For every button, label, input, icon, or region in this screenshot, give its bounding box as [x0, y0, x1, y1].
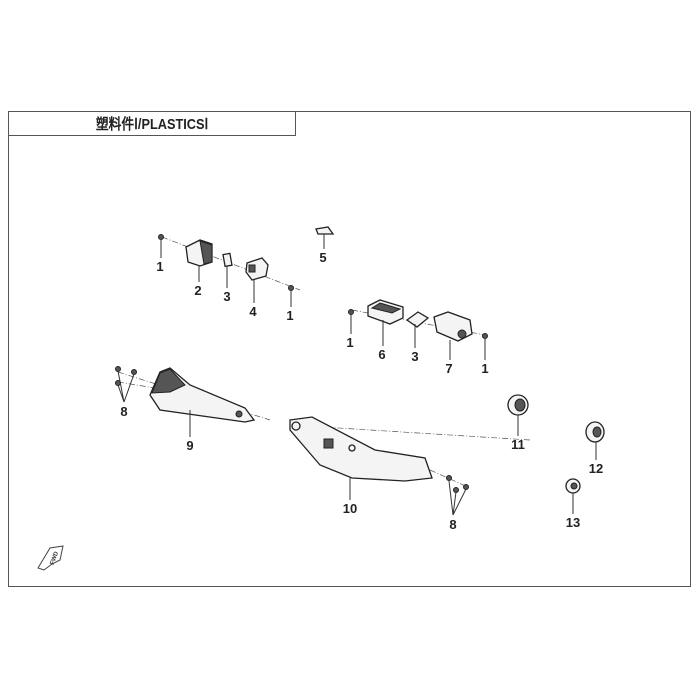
screw-part-1c — [348, 309, 354, 315]
page-title: 塑料件Ⅰ/PLASTICSⅠ — [95, 116, 209, 133]
callout-1: 1 — [481, 361, 488, 376]
lamp-housing-part-7 — [433, 311, 473, 342]
callout-13: 13 — [566, 515, 580, 530]
bolts-part-8b — [446, 475, 469, 493]
callout-8: 8 — [449, 517, 456, 532]
grommet-part-13 — [565, 478, 581, 494]
callout-8: 8 — [120, 404, 127, 419]
callout-11: 11 — [511, 437, 525, 452]
callout-10: 10 — [343, 501, 357, 516]
callout-6: 6 — [378, 347, 385, 362]
clip-part-5 — [315, 226, 335, 235]
callout-9: 9 — [186, 438, 193, 453]
screw-part-1b — [288, 285, 294, 291]
forward-arrow-icon: FWD — [37, 545, 64, 571]
callout-7: 7 — [445, 361, 452, 376]
fwd-label: FWD — [50, 550, 61, 566]
side-panel-part-10 — [289, 416, 433, 482]
screw-part-1d — [482, 333, 488, 339]
bracket-part-6 — [367, 299, 404, 325]
callout-1: 1 — [346, 335, 353, 350]
callout-5: 5 — [319, 250, 326, 265]
screw-part-1a — [158, 234, 164, 240]
grommet-part-12 — [585, 421, 605, 443]
callout-2: 2 — [194, 283, 201, 298]
grommet-part-11 — [507, 394, 529, 416]
callout-3: 3 — [223, 289, 230, 304]
side-panel-part-9 — [149, 367, 256, 423]
pad-part-3b — [405, 311, 430, 328]
pad-part-3a — [222, 252, 233, 268]
callout-1: 1 — [156, 259, 163, 274]
lamp-housing-part-2 — [185, 239, 213, 267]
title-box: 塑料件Ⅰ/PLASTICSⅠ — [8, 111, 296, 136]
callout-1: 1 — [286, 308, 293, 323]
callout-3: 3 — [411, 349, 418, 364]
callout-12: 12 — [589, 461, 603, 476]
callout-4: 4 — [249, 304, 257, 319]
diagram-frame — [8, 111, 691, 587]
bracket-part-4 — [245, 257, 269, 281]
